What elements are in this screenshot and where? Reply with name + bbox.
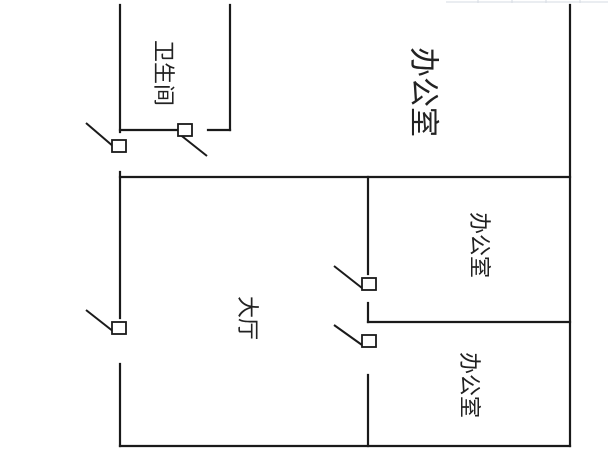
room-label-small-office: 办公室 (456, 352, 481, 418)
room-label-large-office: 办公室 (406, 47, 441, 137)
door-upper-exterior (85, 122, 127, 153)
top-right-strip (446, 0, 608, 3)
door-hinge (111, 321, 127, 335)
door-small-office (333, 324, 377, 348)
walls (118, 3, 572, 448)
room-label-restroom: 卫生间 (150, 40, 175, 106)
door-middle-office (333, 265, 377, 291)
door-hinge (177, 123, 193, 137)
door-hinge (361, 334, 377, 348)
room-label-hall: 大厅 (234, 296, 259, 340)
door-hinge (361, 277, 377, 291)
door-hinge (111, 139, 127, 153)
door-restroom (177, 123, 208, 157)
room-label-middle-office: 办公室 (466, 212, 491, 278)
door-main-exterior (85, 309, 127, 335)
